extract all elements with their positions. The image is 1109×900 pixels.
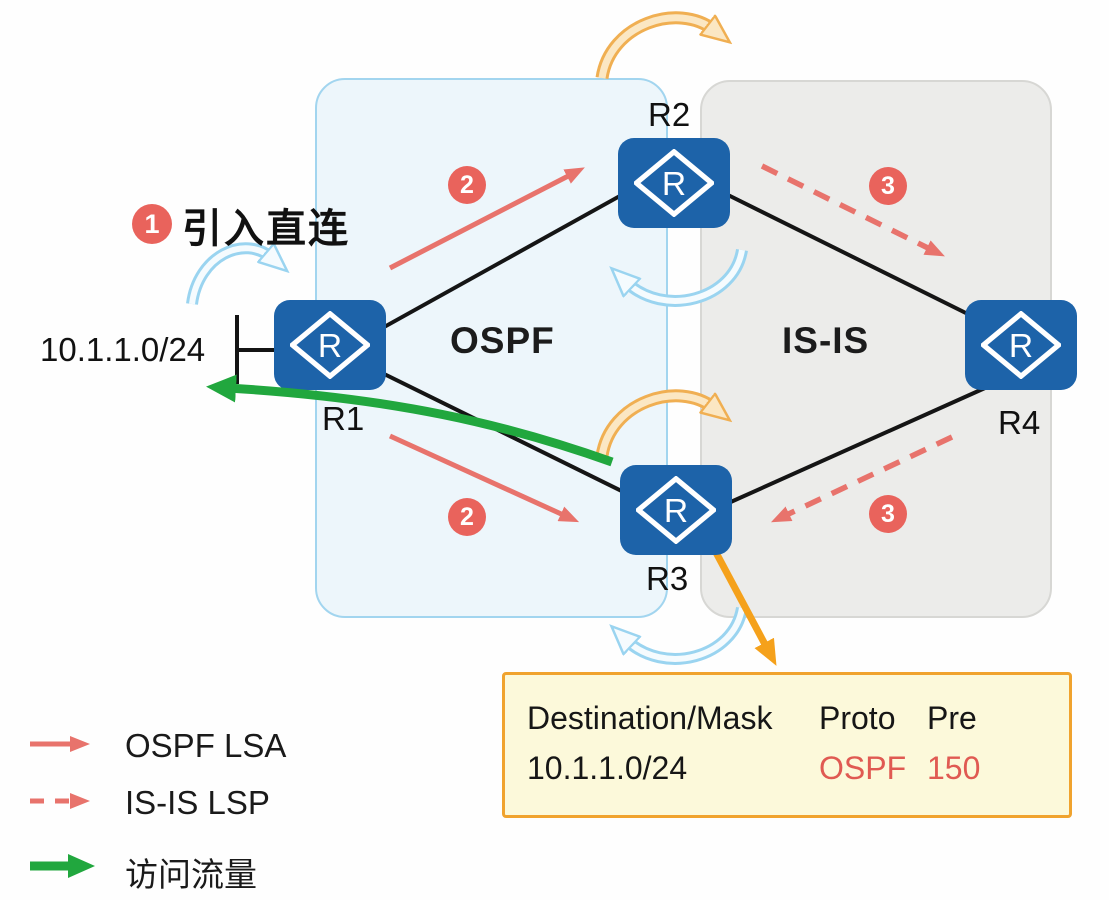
isis-lsp-arrow-r4-r3 bbox=[770, 434, 954, 523]
route-table-callout: Destination/Mask Proto Pre 10.1.1.0/24 O… bbox=[502, 672, 1072, 818]
step2-badge-bottom: 2 bbox=[448, 498, 486, 536]
route-table-header-proto: Proto bbox=[819, 700, 896, 736]
router-r4: R bbox=[965, 300, 1077, 390]
route-table-pointer-arrow bbox=[708, 543, 777, 666]
route-table-row: 10.1.1.0/24 OSPF 150 bbox=[527, 743, 1069, 793]
route-table-header-pre: Pre bbox=[927, 700, 977, 736]
router-icon: R bbox=[290, 311, 370, 379]
legend-label-ospf-lsa: OSPF LSA bbox=[125, 727, 287, 764]
network-prefix-label: 10.1.1.0/24 bbox=[40, 331, 206, 368]
router-icon: R bbox=[634, 149, 714, 217]
router-icon: R bbox=[636, 476, 716, 544]
router-r3: R bbox=[620, 465, 732, 555]
route-table-header: Destination/Mask Proto Pre bbox=[527, 693, 1069, 743]
redistribute-curl-r2-top bbox=[595, 11, 714, 80]
route-entry-pre: 150 bbox=[927, 750, 981, 786]
step3-badge-top: 3 bbox=[869, 167, 907, 205]
router-glyph: R bbox=[662, 166, 686, 203]
step1-badge: 1 bbox=[132, 204, 172, 244]
router-glyph: R bbox=[1009, 328, 1033, 365]
ospf-lsa-arrow-r1-r3 bbox=[388, 433, 580, 523]
router-label-r4: R4 bbox=[998, 404, 1041, 441]
route-table-header-dest: Destination/Mask bbox=[527, 700, 773, 736]
access-traffic-arrow bbox=[206, 374, 614, 467]
link-r3-r4 bbox=[723, 386, 986, 507]
redistribute-curl-r3-bottom bbox=[626, 606, 748, 665]
legend-label-isis-lsp: IS-IS LSP bbox=[125, 784, 270, 821]
route-entry-dest: 10.1.1.0/24 bbox=[527, 750, 688, 786]
router-icon: R bbox=[981, 311, 1061, 379]
router-label-r2: R2 bbox=[648, 96, 691, 133]
router-r1: R bbox=[274, 300, 386, 390]
redistribute-curl-r1 bbox=[186, 248, 272, 306]
network-stub-connector bbox=[235, 315, 280, 384]
router-label-r3: R3 bbox=[646, 560, 689, 597]
link-r1-r2 bbox=[367, 180, 646, 338]
step2-badge-top: 2 bbox=[448, 166, 486, 204]
ospf-lsa-arrow-r1-r2 bbox=[388, 167, 585, 271]
router-label-r1: R1 bbox=[322, 400, 365, 437]
link-r1-r3 bbox=[371, 366, 651, 507]
isis-lsp-arrow-r2-r4 bbox=[760, 163, 945, 257]
route-entry-proto: OSPF bbox=[819, 750, 907, 786]
isis-domain-label: IS-IS bbox=[782, 320, 870, 361]
router-glyph: R bbox=[664, 493, 688, 530]
link-r2-r4 bbox=[721, 190, 991, 327]
redistribute-curl-r3-top bbox=[595, 389, 714, 458]
ospf-domain-label: OSPF bbox=[450, 320, 555, 361]
step3-badge-bottom: 3 bbox=[869, 495, 907, 533]
router-r2: R bbox=[618, 138, 730, 228]
router-glyph: R bbox=[318, 328, 342, 365]
legend-label-traffic: 访问流量 bbox=[125, 856, 257, 893]
redistribute-curl-r2-bottom bbox=[626, 248, 748, 307]
